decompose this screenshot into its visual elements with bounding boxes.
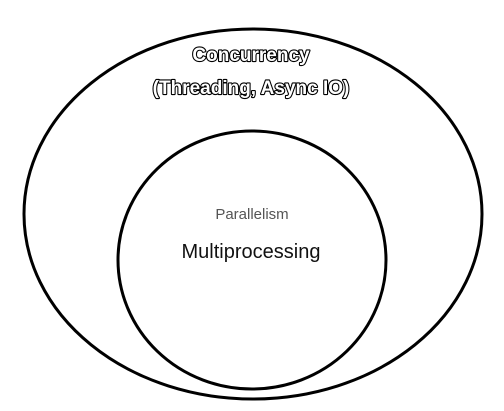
parallelism-circle [116,129,388,391]
concurrency-title: Concurrency [192,45,310,66]
multiprocessing-label: Multiprocessing [182,241,321,263]
parallelism-title: Parallelism [215,206,288,223]
concurrency-subtitle: (Threading, Async IO) [153,78,350,99]
concurrency-ellipse [22,27,484,401]
